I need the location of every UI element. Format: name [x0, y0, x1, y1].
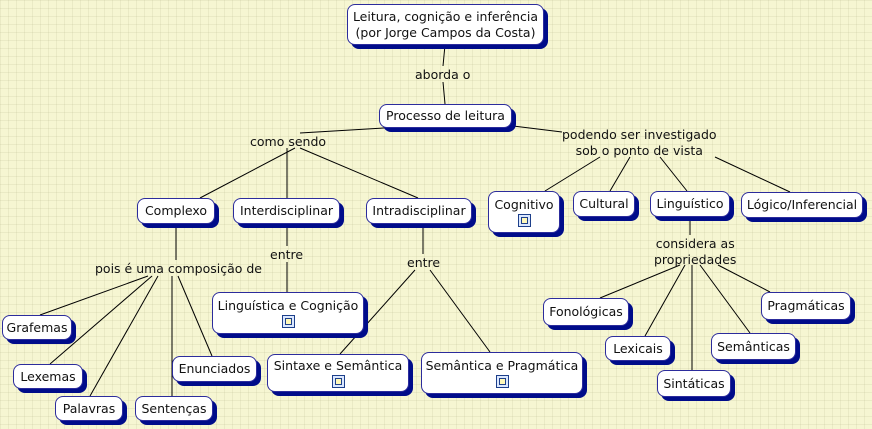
link-podendo-label: podendo ser investigado sob o ponto de v…	[562, 127, 717, 159]
document-icon[interactable]	[331, 375, 345, 389]
link-considera-label: considera as propriedades	[654, 236, 737, 268]
concept-sintaxe-semantica[interactable]: Sintaxe e Semântica	[267, 354, 409, 392]
concept-grafemas-label: Grafemas	[6, 319, 68, 335]
connector-line	[599, 264, 681, 299]
concept-sintaticas[interactable]: Sintáticas	[657, 370, 731, 397]
concept-complexo-label: Complexo	[144, 203, 208, 219]
link-como-sendo[interactable]: como sendo	[247, 133, 329, 151]
concept-sentencas-label: Sentenças	[141, 400, 207, 416]
concept-grafemas[interactable]: Grafemas	[2, 315, 72, 340]
connector-line	[544, 156, 601, 192]
concept-fonologicas[interactable]: Fonológicas	[543, 298, 629, 326]
concept-lexemas[interactable]: Lexemas	[13, 364, 83, 389]
connector-line	[299, 147, 419, 199]
concept-palavras-label: Palavras	[62, 400, 116, 416]
link-podendo[interactable]: podendo ser investigado sob o ponto de v…	[559, 126, 720, 161]
concept-semantica-pragmatica[interactable]: Semântica e Pragmática	[421, 352, 583, 394]
connector-line	[89, 275, 159, 397]
connector-line	[699, 264, 751, 334]
document-icon[interactable]	[517, 214, 531, 228]
concept-cultural[interactable]: Cultural	[573, 191, 635, 217]
concept-linguistico[interactable]: Linguístico	[650, 191, 730, 217]
concept-root[interactable]: Leitura, cognição e inferência (por Jorg…	[347, 4, 544, 45]
connector-line	[504, 124, 563, 133]
concept-semanticas[interactable]: Semânticas	[711, 333, 796, 360]
concept-cultural-label: Cultural	[579, 196, 629, 212]
concept-sintaticas-label: Sintáticas	[663, 375, 725, 391]
link-aborda[interactable]: aborda o	[412, 66, 473, 84]
link-como-sendo-label: como sendo	[250, 134, 327, 149]
concept-palavras[interactable]: Palavras	[55, 396, 123, 421]
concept-sintaxe-semantica-label: Sintaxe e Semântica	[273, 357, 403, 373]
connector-line	[39, 275, 149, 316]
concept-sentencas[interactable]: Sentenças	[135, 396, 213, 421]
concept-intradisciplinar[interactable]: Intradisciplinar	[366, 198, 472, 224]
document-icon[interactable]	[281, 315, 295, 329]
concept-lexemas-label: Lexemas	[20, 368, 76, 384]
link-considera[interactable]: considera as propriedades	[651, 235, 739, 270]
connector-line	[609, 156, 631, 192]
link-entre-intra[interactable]: entre	[404, 254, 443, 272]
connector-line	[659, 156, 688, 192]
connector-line	[49, 275, 153, 365]
link-composicao-label: pois é uma composição de	[95, 261, 262, 276]
concept-lexicais-label: Lexicais	[613, 340, 663, 356]
link-composicao[interactable]: pois é uma composição de	[92, 260, 265, 278]
link-entre-inter[interactable]: entre	[267, 246, 306, 264]
concept-enunciados[interactable]: Enunciados	[172, 356, 257, 382]
document-icon[interactable]	[495, 375, 509, 389]
concept-pragmaticas-label: Pragmáticas	[767, 298, 845, 314]
connector-line	[299, 126, 401, 134]
concept-lexicais[interactable]: Lexicais	[605, 336, 671, 361]
connector-line	[717, 264, 771, 293]
concept-cognitivo-label: Cognitivo	[494, 196, 554, 212]
connector-line	[714, 156, 791, 193]
concept-pragmaticas[interactable]: Pragmáticas	[761, 292, 851, 320]
link-entre-inter-label: entre	[270, 247, 304, 262]
concept-interdisciplinar-label: Interdisciplinar	[240, 203, 333, 219]
concept-semanticas-label: Semânticas	[717, 338, 790, 354]
concept-semantica-pragmatica-label: Semântica e Pragmática	[425, 357, 579, 373]
link-entre-intra-label: entre	[407, 255, 441, 270]
link-aborda-label: aborda o	[415, 67, 471, 82]
concept-processo-label: Processo de leitura	[386, 108, 505, 124]
concept-processo-de-leitura[interactable]: Processo de leitura	[379, 104, 512, 128]
concept-fonologicas-label: Fonológicas	[549, 304, 623, 320]
concept-intradisciplinar-label: Intradisciplinar	[372, 203, 466, 219]
connector-line	[339, 269, 416, 355]
concept-linguistica-cognicao-label: Linguística e Cognição	[217, 297, 359, 313]
concept-cognitivo[interactable]: Cognitivo	[488, 191, 560, 233]
concept-enunciados-label: Enunciados	[178, 361, 251, 377]
concept-linguistica-cognicao[interactable]: Linguística e Cognição	[212, 292, 364, 334]
concept-root-label: Leitura, cognição e inferência (por Jorg…	[352, 8, 539, 40]
concept-interdisciplinar[interactable]: Interdisciplinar	[233, 198, 340, 224]
connector-line	[429, 269, 491, 353]
connector-line	[644, 264, 686, 337]
connector-line	[442, 44, 446, 67]
concept-logico-inferencial[interactable]: Lógico/Inferencial	[741, 192, 863, 218]
connector-line	[177, 275, 213, 357]
connector-line	[199, 147, 296, 199]
concept-logico-label: Lógico/Inferencial	[746, 197, 858, 213]
concept-linguistico-label: Linguístico	[656, 196, 724, 212]
concept-complexo[interactable]: Complexo	[137, 198, 215, 224]
connector-line	[442, 81, 446, 105]
